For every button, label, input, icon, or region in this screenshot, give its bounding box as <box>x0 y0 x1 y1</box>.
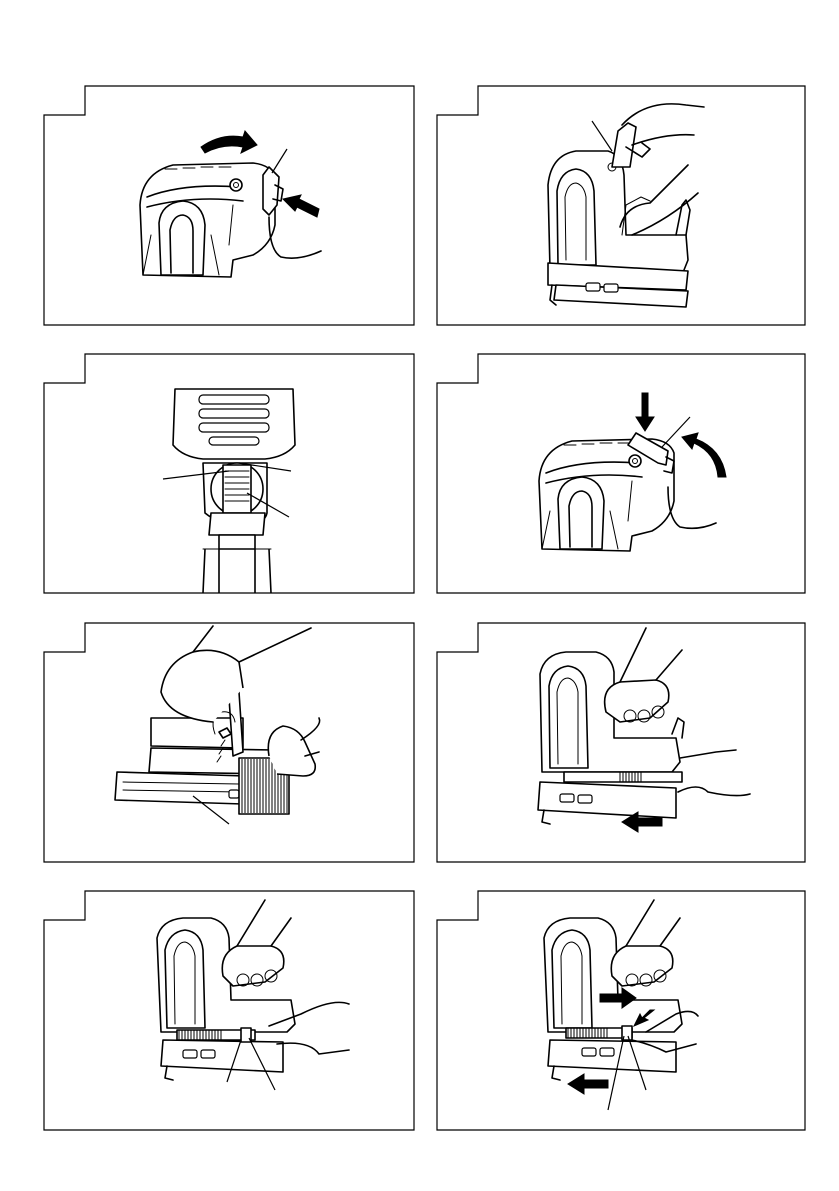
rotate-arrow <box>201 131 257 153</box>
nailer-side-drawing <box>538 652 684 824</box>
lower-hand <box>678 750 750 796</box>
push-arrow <box>283 195 319 217</box>
nailer-top-view-drawing <box>173 389 295 593</box>
hand-outline <box>269 217 321 258</box>
figure-8-panel <box>436 890 807 1132</box>
figure-6-panel <box>436 622 807 864</box>
upper-hand <box>222 946 284 986</box>
figure-7-panel <box>43 890 416 1132</box>
leader-line <box>272 149 287 173</box>
figure-1-panel <box>43 85 416 327</box>
figure-1-illustration <box>43 85 416 327</box>
leader-line <box>592 121 612 151</box>
nailer-side-drawing <box>548 151 690 307</box>
pull-left-arrow <box>568 1074 608 1094</box>
figure-8-illustration <box>436 890 807 1132</box>
hand-outline <box>668 487 716 528</box>
rotate-arrow <box>682 433 726 477</box>
upper-hand <box>611 946 673 986</box>
figure-4-panel <box>436 353 807 595</box>
figure-5-panel <box>43 622 416 864</box>
upper-hand <box>605 680 669 722</box>
leader-line <box>662 417 690 447</box>
figure-7-illustration <box>43 890 416 1132</box>
figure-5-illustration <box>43 622 416 864</box>
figure-6-illustration <box>436 622 807 864</box>
figure-2-illustration <box>436 85 807 327</box>
figure-2-panel <box>436 85 807 327</box>
figure-4-illustration <box>436 353 807 595</box>
push-down-arrow <box>636 393 654 431</box>
nailer-head-drawing <box>539 433 716 551</box>
release-lever <box>263 167 279 215</box>
nailer-head-drawing <box>140 163 321 277</box>
figure-3-panel <box>43 353 416 595</box>
figure-3-illustration <box>43 353 416 595</box>
lower-hand <box>268 726 315 776</box>
